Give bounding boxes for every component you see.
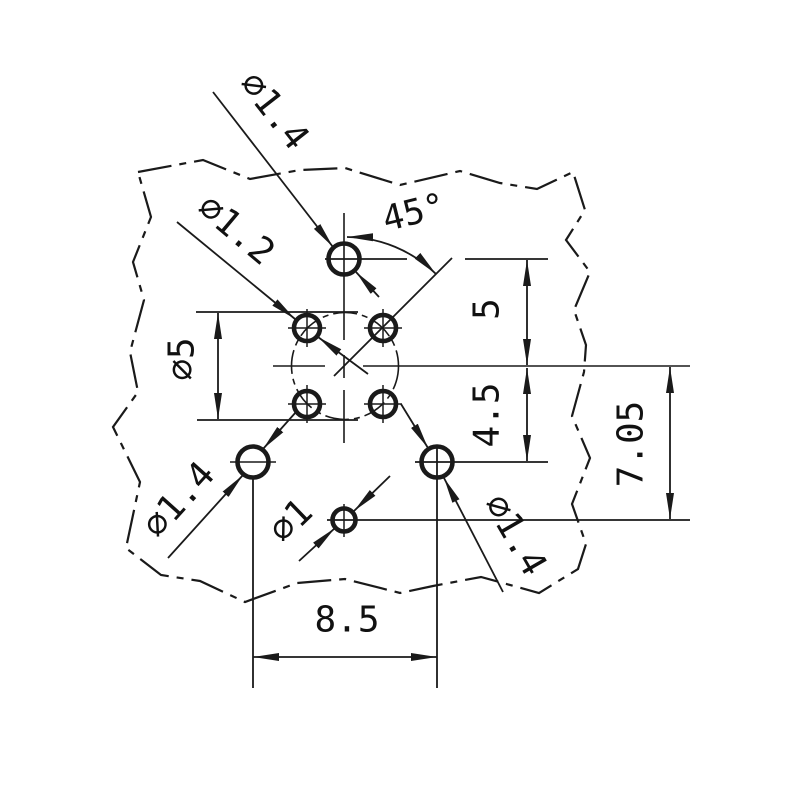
label-spacing-top: 5 (467, 298, 508, 320)
hole-lower-left (291, 388, 323, 420)
hole-upper-right (367, 312, 399, 344)
leader-small-hole-back (317, 336, 369, 375)
hole-upper-left (291, 312, 323, 344)
hole-bottom-right (419, 444, 455, 480)
hole-center-marks (230, 309, 402, 537)
leader-top-hole (212, 91, 334, 248)
dimension-lines (196, 233, 690, 688)
leader-bottom-center-hole-back (353, 475, 391, 512)
hole-bottom-center (330, 506, 358, 534)
label-small-hole-diameter: ⌀1.2 (190, 186, 283, 273)
hole-bottom-left (235, 444, 271, 480)
label-top-hole-diameter: ⌀1.4 (231, 64, 317, 158)
label-spacing-bottom: 8.5 (314, 600, 379, 641)
hole-lower-right (367, 388, 399, 420)
label-bolt-circle-diameter: ⌀5 (162, 337, 203, 380)
leader-bottom-left-hole (167, 474, 244, 559)
leader-bottom-left-hole-back (262, 411, 297, 450)
label-angle: 45° (378, 186, 449, 240)
leader-small-hole (176, 221, 296, 320)
leader-bottom-right-hole (443, 477, 504, 593)
leader-top-hole-back (355, 271, 380, 298)
leader-lines (167, 91, 504, 593)
boundary-outline (111, 158, 592, 604)
leader-bottom-center-hole (298, 527, 336, 562)
dimension-texts: ⌀1.4 ⌀1.2 ⌀5 ⌀1.4 ⌀1 ⌀1.4 45° 5 4.5 7.05… (135, 64, 652, 640)
label-bottom-center-hole-diameter: ⌀1 (261, 491, 321, 551)
label-spacing-right: 7.05 (611, 401, 652, 488)
label-bottom-right-hole-diameter: ⌀1.4 (476, 487, 555, 583)
break-line-boundary (111, 158, 592, 604)
leader-bottom-right-hole-back (400, 403, 429, 449)
label-bottom-left-hole-diameter: ⌀1.4 (135, 454, 223, 546)
angle-dimension-arc (346, 233, 437, 275)
label-spacing-mid: 4.5 (467, 382, 508, 447)
hole-top (326, 241, 362, 277)
holes (235, 241, 455, 534)
